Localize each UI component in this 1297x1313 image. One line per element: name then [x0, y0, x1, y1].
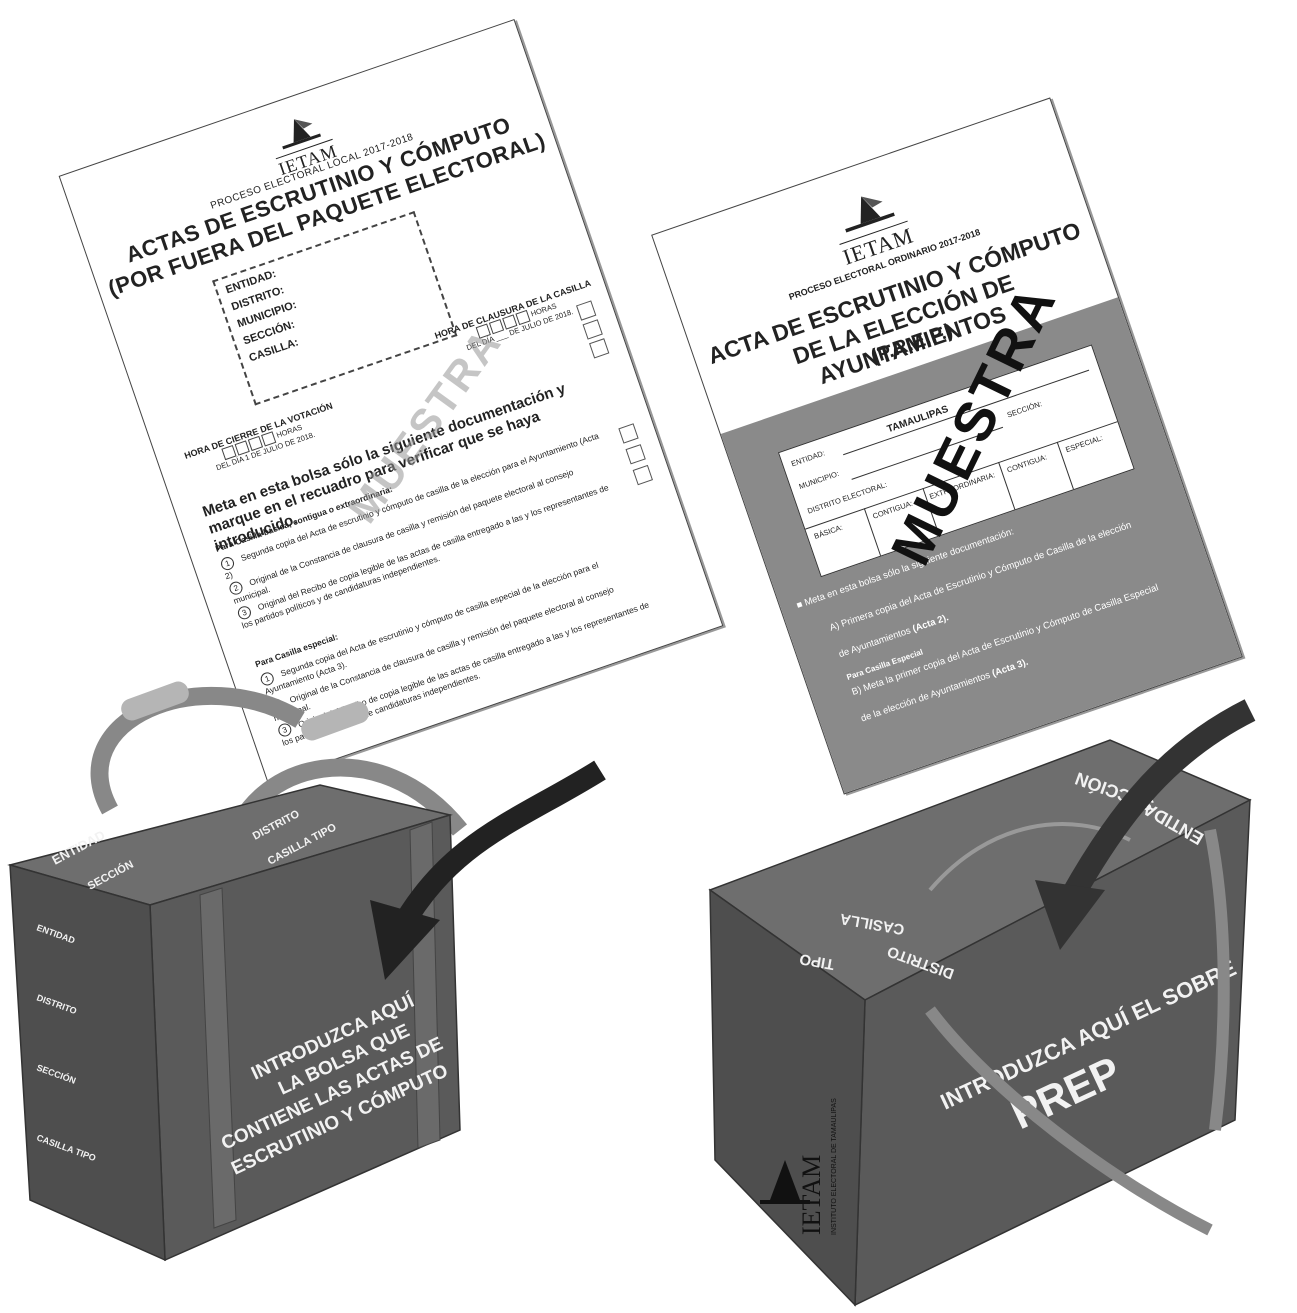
checkbox-5: [625, 444, 645, 464]
left-electoral-box: ENTIDAD SECCIÓN DISTRITO CASILLA TIPO EN…: [0, 660, 640, 1313]
checkbox-2: [583, 319, 603, 339]
checkbox-6: [633, 465, 653, 485]
right-electoral-box: ENTIDAD SECCIÓN CASILLA TIPO DISTRITO IN…: [690, 690, 1297, 1313]
checkbox-3: [589, 338, 609, 358]
field-municipio: MUNICIPIO:: [798, 469, 840, 491]
box-side-face: [10, 865, 165, 1260]
field-entidad: ENTIDAD:: [790, 448, 826, 468]
checkbox-4: [618, 423, 638, 443]
brand-subtitle: INSTITUTO ELECTORAL DE TAMAULIPAS: [831, 1098, 838, 1235]
field-contigua-2: CONTIGUA:: [1006, 452, 1048, 474]
brand-name: IETAM: [797, 1155, 826, 1235]
